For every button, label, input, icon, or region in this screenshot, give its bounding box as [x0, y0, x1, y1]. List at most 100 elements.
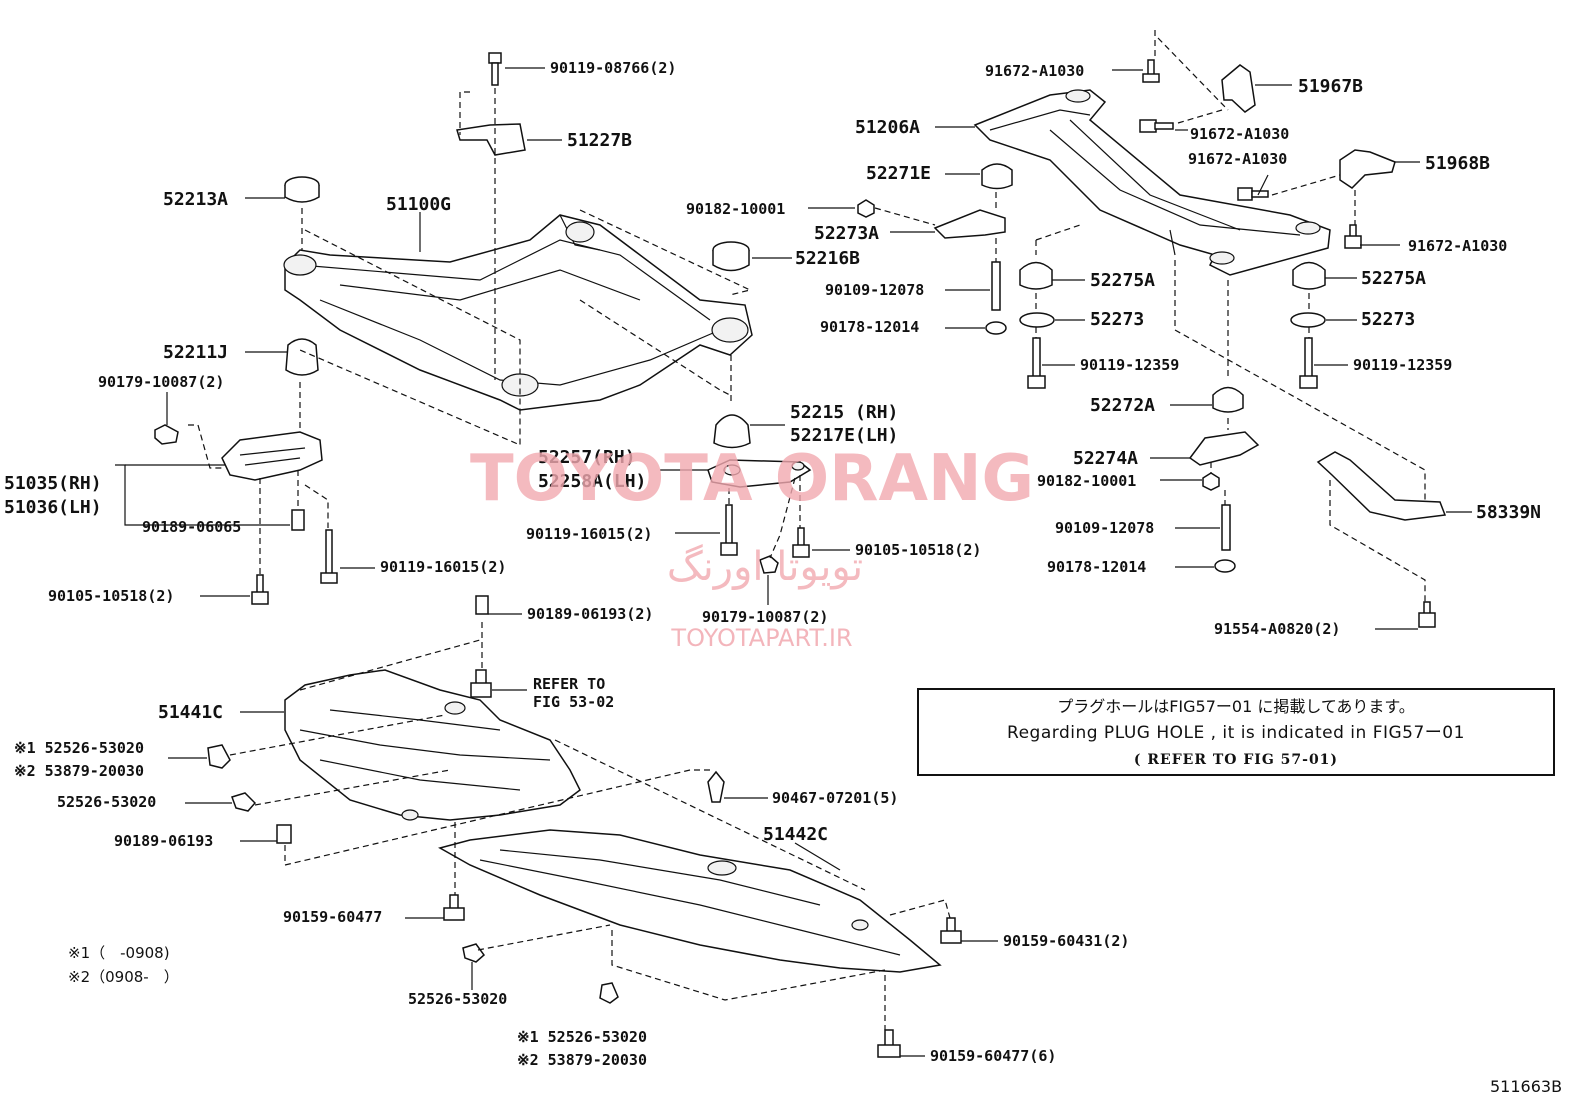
label-90159-60477-6: 90159-60477(6) [930, 1047, 1056, 1065]
note-reference: ( REFER TO FIG 57-01) [1134, 752, 1338, 768]
label-90159-60431: 90159-60431(2) [1003, 932, 1129, 950]
figure-id: 511663B [1490, 1077, 1562, 1096]
label-52217E: 52217E(LH) [790, 425, 898, 446]
under-cover-51442C [438, 829, 942, 973]
label-52215: 52215 (RH) [790, 402, 898, 423]
label-51035: 51035(RH) [4, 473, 102, 494]
bolt-90105-10518-center [792, 527, 810, 558]
nut-90179-10087 [154, 424, 179, 445]
bushing-52275A-left [1019, 261, 1053, 290]
nut-90182-10001-top [857, 199, 875, 218]
label-90467-07201: 90467-07201(5) [772, 789, 898, 807]
label-90119-12359-left: 90119-12359 [1080, 356, 1179, 374]
bracket-51035 [221, 431, 323, 481]
label-90189-06193-2: 90189-06193(2) [527, 605, 653, 623]
label-refer-to: REFER TO [533, 675, 605, 693]
bolt-90119-16015-left [320, 529, 338, 584]
front-crossmember [283, 214, 753, 411]
label-90119-08766: 90119-08766(2) [550, 59, 676, 77]
legend-line-2: ※2（0908- ） [68, 968, 179, 986]
watermark-farsi: تویوتا اورنگ [667, 544, 863, 590]
label-51441C: 51441C [158, 702, 223, 723]
label-90119-12359-right: 90119-12359 [1353, 356, 1452, 374]
bushing-52213A [284, 176, 320, 203]
label-90179-10087-center: 90179-10087(2) [702, 608, 828, 626]
label-51227B: 51227B [567, 130, 632, 151]
bolt-90119-08766 [488, 52, 502, 86]
bracket-51967B [1221, 64, 1256, 113]
washer-52273-left [1019, 312, 1055, 328]
bracket-58339N [1316, 451, 1447, 521]
legend: ※1（ -0908) ※2（0908- ） [68, 944, 179, 986]
label-91554-A0820: 91554-A0820(2) [1214, 620, 1340, 638]
label-51036: 51036(LH) [4, 497, 102, 518]
note-english: Regarding PLUG HOLE , it is indicated in… [1007, 723, 1465, 743]
fasteners-cover [207, 595, 962, 1058]
label-90105-10518-center: 90105-10518(2) [855, 541, 981, 559]
bracket-51968B [1339, 149, 1396, 189]
watermark: TOYOTA ORANG تویوتا اورنگ TOYOTAPART.IR [470, 442, 1034, 652]
label-91672-A1030-1: 91672-A1030 [985, 62, 1084, 80]
label-52526-53020-a: 52526-53020 [57, 793, 156, 811]
bushing-52271E [981, 163, 1013, 190]
label-90119-16015-center: 90119-16015(2) [526, 525, 652, 543]
bolt-90189-06065 [291, 509, 305, 531]
label-52211J: 52211J [163, 342, 228, 363]
bracket-51227B [456, 123, 526, 156]
note-japanese: プラグホールはFIG57ー01 に掲載してあります。 [1057, 697, 1415, 716]
label-91672-A1030-3: 91672-A1030 [1188, 150, 1287, 168]
label-cover-clip-2b: ※2 53879-20030 [517, 1051, 647, 1069]
label-52275A-right: 52275A [1361, 268, 1426, 289]
label-90182-10001-top: 90182-10001 [686, 200, 785, 218]
washer-52273-right [1290, 312, 1326, 328]
bolt-90119-16015-center [720, 504, 738, 556]
bolt-90105-10518-left [251, 574, 269, 605]
rear-crossmember [973, 89, 1331, 276]
part-labels: 90119-08766(2) 51227B 52213A 51100G 5221… [4, 59, 1541, 1069]
bushing-52216B [712, 241, 750, 272]
label-52274A: 52274A [1073, 448, 1138, 469]
label-90105-10518-left: 90105-10518(2) [48, 587, 174, 605]
label-90179-10087-left: 90179-10087(2) [98, 373, 224, 391]
label-52213A: 52213A [163, 189, 228, 210]
bracket-52274A [1188, 431, 1260, 466]
label-51100G: 51100G [386, 194, 451, 215]
label-52526-53020-b: 52526-53020 [408, 990, 507, 1008]
bolt-91554-A0820 [1418, 601, 1436, 628]
stud-90109-12078-top [991, 261, 1001, 311]
label-51206A: 51206A [855, 117, 920, 138]
label-52273-left: 52273 [1090, 309, 1144, 330]
bracket-52273A [933, 209, 1006, 239]
stud-90109-12078-bottom [1221, 504, 1231, 551]
bolts-91672-A1030 [1139, 59, 1362, 249]
watermark-url: TOYOTAPART.IR [670, 624, 852, 652]
bushing-52272A [1212, 386, 1244, 413]
label-fig-53-02: FIG 53-02 [533, 693, 614, 711]
label-90178-12014-top: 90178-12014 [820, 318, 919, 336]
label-52216B: 52216B [795, 248, 860, 269]
label-90189-06193: 90189-06193 [114, 832, 213, 850]
label-90182-10001-bottom: 90182-10001 [1037, 472, 1136, 490]
label-52273-right: 52273 [1361, 309, 1415, 330]
label-52273A: 52273A [814, 223, 879, 244]
label-91672-A1030-2: 91672-A1030 [1190, 125, 1289, 143]
label-90189-06065: 90189-06065 [142, 518, 241, 536]
leader-lines [115, 67, 1472, 1057]
label-90109-12078-bottom: 90109-12078 [1055, 519, 1154, 537]
label-52272A: 52272A [1090, 395, 1155, 416]
label-52257: 52257(RH) [538, 447, 636, 468]
label-52275A-left: 52275A [1090, 270, 1155, 291]
label-cover-clip-2a: ※1 52526-53020 [517, 1028, 647, 1046]
watermark-main: TOYOTA ORANG [470, 442, 1034, 516]
bolt-90119-12359-left [1027, 337, 1046, 389]
under-cover-51441C [284, 669, 581, 821]
label-cover-clip-1a: ※1 52526-53020 [14, 739, 144, 757]
label-90159-60477: 90159-60477 [283, 908, 382, 926]
washer-90178-12014-top [985, 321, 1007, 335]
dashed-assembly-lines [188, 30, 1426, 1030]
label-91672-A1030-4: 91672-A1030 [1408, 237, 1507, 255]
label-90109-12078-top: 90109-12078 [825, 281, 924, 299]
bushing-52275A-right [1292, 261, 1326, 290]
label-90119-16015-left: 90119-16015(2) [380, 558, 506, 576]
